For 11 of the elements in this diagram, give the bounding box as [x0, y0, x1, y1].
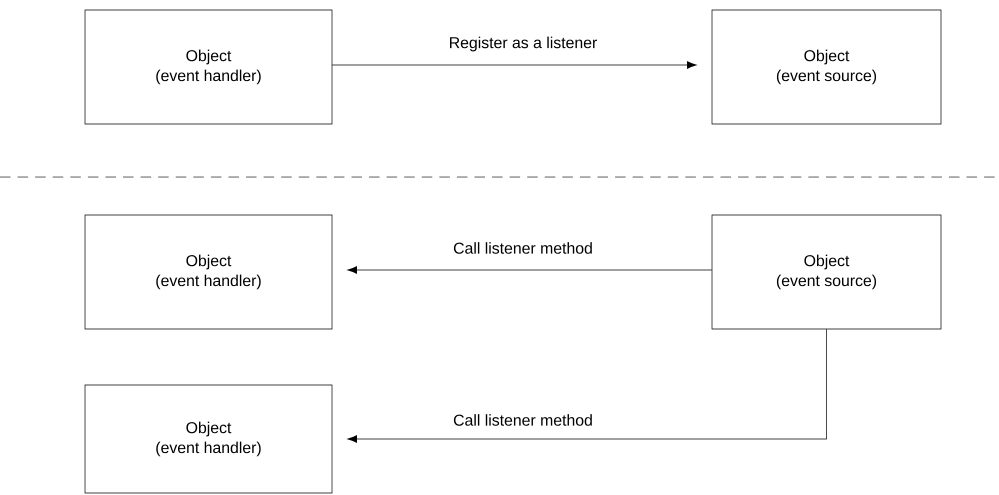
object-box: Object (event source) — [712, 214, 942, 330]
object-box: Object (event handler) — [84, 384, 332, 494]
arrow — [347, 328, 827, 443]
arrow — [332, 61, 697, 69]
arrow — [347, 266, 712, 274]
edge-label: Call listener method — [452, 413, 594, 427]
edge-label: Register as a listener — [448, 35, 598, 53]
object-box: Object (event handler) — [84, 214, 332, 330]
object-box: Object (event source) — [712, 10, 942, 124]
edge-label: Call listener method — [452, 241, 594, 255]
object-box: Object (event handler) — [84, 10, 332, 124]
